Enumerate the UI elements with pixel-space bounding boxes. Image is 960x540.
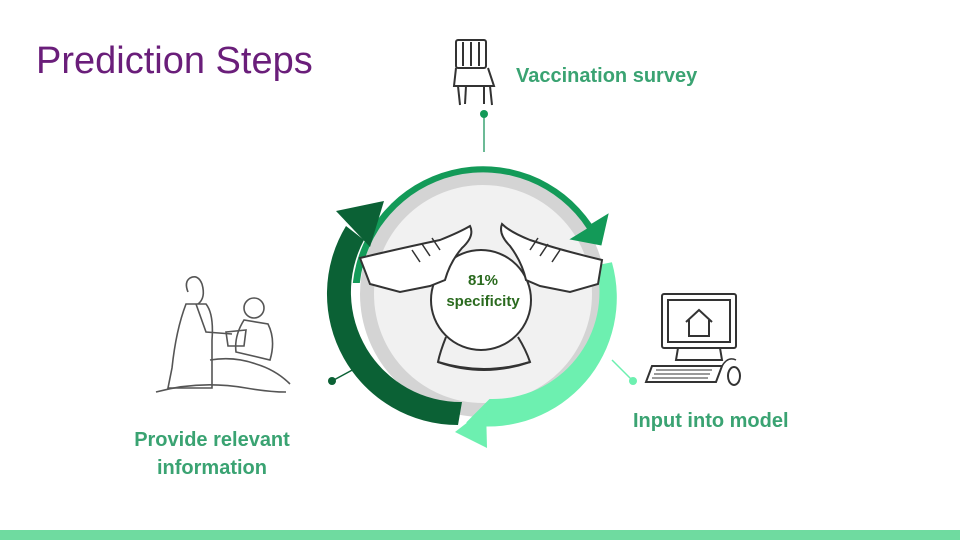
- step-input-into-model: Input into model: [633, 410, 789, 432]
- arc-arrow-right-head: [455, 408, 487, 448]
- arc-arrow-left-body: [326, 226, 462, 425]
- footer-bar: [0, 530, 960, 540]
- arc-arrow-right-body: [466, 262, 617, 427]
- computer-icon: [644, 293, 741, 386]
- specificity-readout: 81% specificity: [433, 270, 533, 312]
- specificity-value: 81%: [467, 272, 499, 289]
- slide-title: Prediction Steps: [36, 40, 313, 82]
- arc-arrow-left-head: [336, 201, 384, 247]
- chair-icon: [452, 39, 496, 106]
- step-vaccination-survey: Vaccination survey: [516, 65, 698, 87]
- crystal-ball-icon: [358, 222, 604, 371]
- step-provide-information: Provide relevant information: [134, 429, 290, 479]
- connectors: [328, 110, 637, 385]
- doctor-patient-icon: [155, 276, 291, 393]
- specificity-label: specificity: [446, 293, 520, 310]
